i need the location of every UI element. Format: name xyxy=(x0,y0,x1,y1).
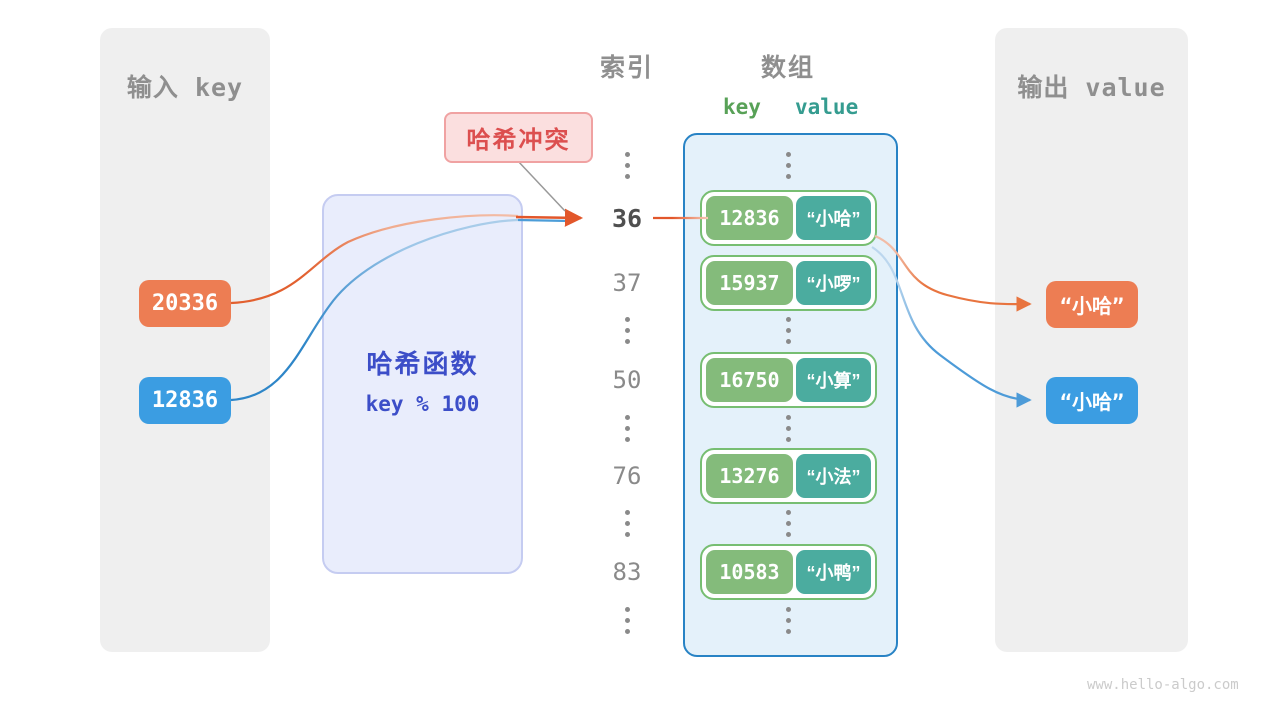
arrow-to-index-36 xyxy=(515,208,584,227)
output-value-box: “小哈” xyxy=(1046,377,1138,424)
ellipsis-dots xyxy=(625,510,630,537)
array-key-header: key xyxy=(723,95,761,119)
wire-merged-blue-stub xyxy=(517,218,571,223)
ellipsis-dots xyxy=(786,415,791,442)
hash-function-title: 哈希函数 xyxy=(366,349,479,379)
collision-badge-label: 哈希冲突 xyxy=(466,127,571,154)
input-key-box: 20336 xyxy=(139,280,231,327)
ellipsis-dots xyxy=(625,415,630,442)
output-value-box: “小哈” xyxy=(1046,281,1138,328)
ellipsis-dots xyxy=(625,152,630,179)
input-key-box: 12836 xyxy=(139,377,231,424)
bucket-value: “小哈” xyxy=(796,196,871,240)
hash-function-formula: key % 100 xyxy=(365,392,480,416)
index-value: 83 xyxy=(612,558,642,586)
index-value: 76 xyxy=(612,462,642,490)
bucket-key: 15937 xyxy=(706,261,793,305)
array-column-title: 数组 xyxy=(760,54,815,82)
bucket-row: 13276 “小法” xyxy=(700,448,877,504)
bucket-value: “小啰” xyxy=(796,261,871,305)
ellipsis-dots xyxy=(625,317,630,344)
hash-function-box: 哈希函数 key % 100 xyxy=(322,194,523,574)
badge-pointer-line xyxy=(516,159,566,212)
bucket-key: 13276 xyxy=(706,454,793,498)
bucket-value: “小算” xyxy=(796,358,871,402)
input-panel-title: 输入 key xyxy=(126,73,244,102)
output-panel-title: 输出 value xyxy=(1017,73,1166,102)
bucket-key: 12836 xyxy=(706,196,793,240)
index-value: 50 xyxy=(612,366,642,394)
ellipsis-dots xyxy=(625,607,630,634)
input-panel: 输入 key xyxy=(100,28,270,652)
ellipsis-dots xyxy=(786,152,791,179)
collision-badge: 哈希冲突 xyxy=(444,112,593,163)
index-value: 37 xyxy=(612,269,642,297)
array-value-header: value xyxy=(795,95,859,119)
bucket-key: 16750 xyxy=(706,358,793,402)
watermark: www.hello-algo.com xyxy=(1087,677,1239,693)
output-panel: 输出 value xyxy=(995,28,1188,652)
bucket-row: 10583 “小鸭” xyxy=(700,544,877,600)
index-value-highlighted: 36 xyxy=(611,204,643,233)
bucket-row: 16750 “小算” xyxy=(700,352,877,408)
bucket-key: 10583 xyxy=(706,550,793,594)
bucket-value: “小法” xyxy=(796,454,871,498)
index-column-title: 索引 xyxy=(599,54,654,82)
bucket-row: 15937 “小啰” xyxy=(700,255,877,311)
ellipsis-dots xyxy=(786,510,791,537)
ellipsis-dots xyxy=(786,317,791,344)
bucket-value: “小鸭” xyxy=(796,550,871,594)
bucket-row: 12836 “小哈” xyxy=(700,190,877,246)
ellipsis-dots xyxy=(786,607,791,634)
